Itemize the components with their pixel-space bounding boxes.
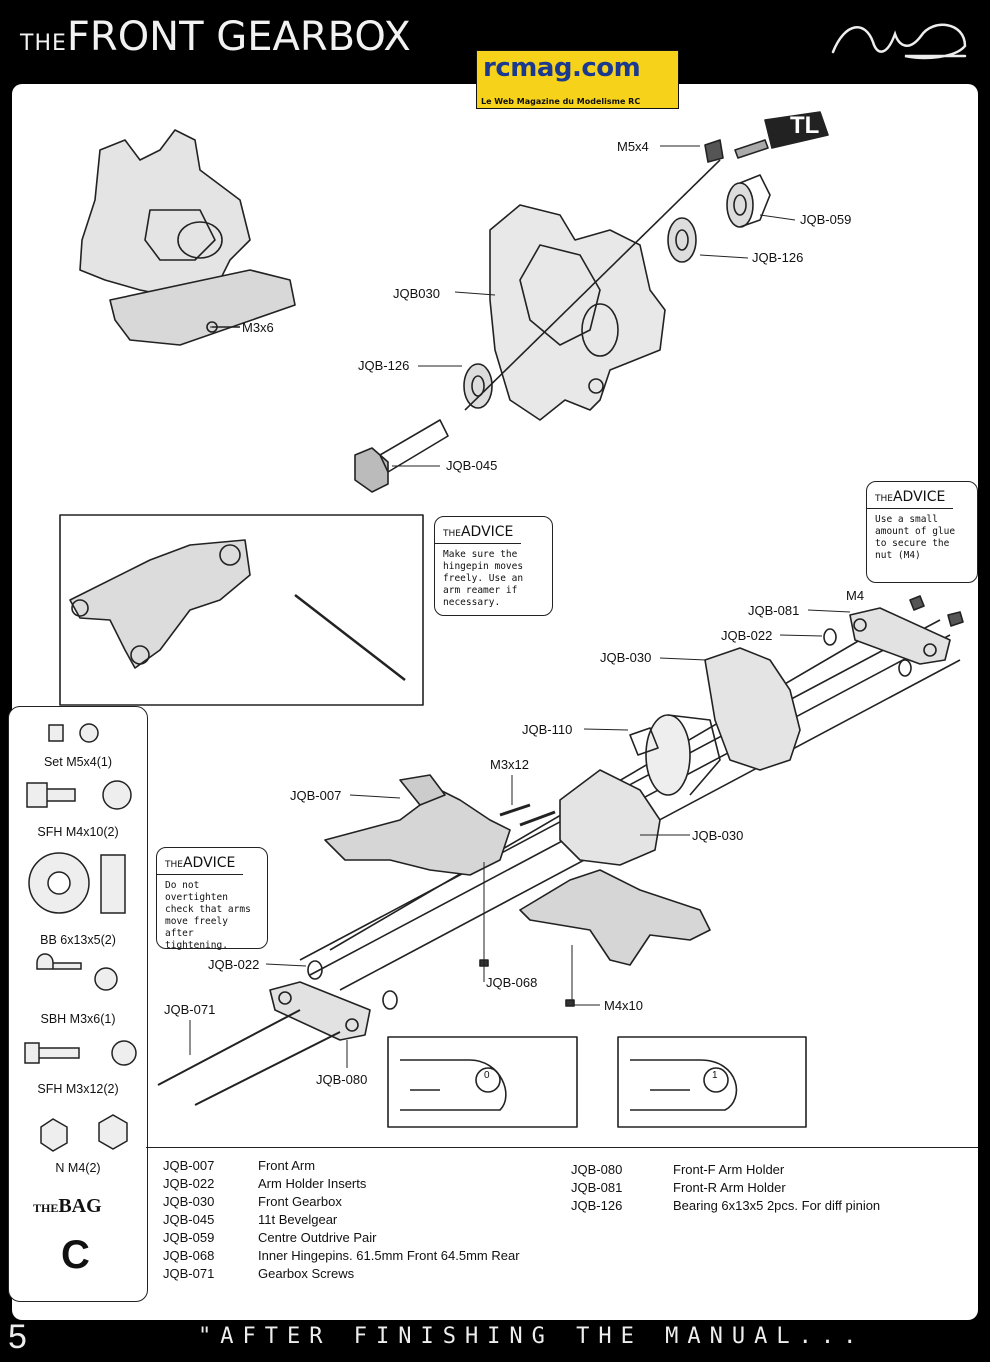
set-screw-icon [48,724,64,742]
part-name: Inner Hingepins. 61.5mm Front 64.5mm Rea… [258,1248,520,1263]
rcmag-tagline: Le Web Magazine du Modelisme RC [481,97,641,106]
part-name: Front-R Arm Holder [673,1180,786,1195]
advice-heading: THEADVICE [435,521,522,544]
sfh-m4x10-screw-icon [26,782,76,808]
part-code: JQB-068 [163,1248,215,1263]
callout-jqb-081: JQB-081 [748,603,800,618]
main-assembly [157,595,964,1106]
callout-jqb-071: JQB-071 [164,1002,216,1017]
bag-item: Set M5x4(1) [43,755,113,769]
holder-orientation-0 [400,1059,507,1111]
part-name: 11t Bevelgear [258,1212,338,1227]
part-code: JQB-030 [163,1194,215,1209]
callout-jqb-068: JQB-068 [486,975,538,990]
rcmag-logo: rcmag.com Le Web Magazine du Modelisme R… [476,50,679,109]
bearing-side-icon [100,854,126,914]
page-number: 5 [8,1318,27,1356]
bag-letter: C [61,1233,90,1277]
callout-jqb-030-low: JQB-030 [692,828,744,843]
bag-item: BB 6x13x5(2) [40,933,116,947]
callout-jqb-045: JQB-045 [446,458,498,473]
part-name: Bearing 6x13x5 2pcs. For diff pinion [673,1198,881,1213]
rcmag-logo-text: rcmag.com [483,53,641,83]
part-name: Centre Outdrive Pair [258,1230,377,1245]
part-name: Front Arm [258,1158,316,1173]
front-arm-inset [69,539,406,681]
set-screw-end-icon [79,723,99,743]
sfh-m4x10-head-icon [102,780,132,810]
title-text: FRONT GEARBOX [66,14,411,60]
advice-box-glue: THEADVICE Use a small amount of glue to … [866,481,978,583]
brand-signature-logo [831,23,967,60]
nut-m4-icon [40,1118,68,1152]
sfh-m3x12-screw-icon [24,1042,80,1064]
callout-jqb-022-right: JQB-022 [721,628,773,643]
part-code: JQB-045 [163,1212,215,1227]
advice-box-hingepin: THEADVICE Make sure the hingepin moves f… [434,516,553,616]
bag-contents-panel: Set M5x4(1) SFH M4x10(2) BB 6x13x5(2) SB… [8,706,148,1302]
callout-threadlock-tl: TL [790,112,820,139]
holder-orientation-1 [630,1059,738,1111]
part-name: Gearbox Screws [258,1266,355,1281]
gearbox-housing-top [489,204,666,421]
assembled-gearbox-inset [79,129,296,346]
callout-m3x12: M3x12 [490,757,530,772]
bevel-pinion [354,419,449,493]
advice-text: Use a small amount of glue to secure the… [875,514,956,561]
sbh-m3x6-screw-icon [36,953,82,970]
part-code: JQB-071 [163,1266,215,1281]
advice-box-overtighten: THEADVICE Do not overtighten check that … [156,847,268,951]
callout-jqb-126-left: JQB-126 [358,358,410,373]
advice-heading: THEADVICE [157,852,244,875]
callout-m3x6: M3x6 [242,320,274,335]
bag-item: SFH M4x10(2) [37,825,119,839]
bag-label: THEBAG [33,1195,102,1217]
callout-jqb-126-right: JQB-126 [752,250,804,265]
parts-list-divider [146,1147,978,1148]
part-name: Arm Holder Inserts [258,1176,367,1191]
title-prefix: THE [20,31,67,56]
bag-item: SFH M3x12(2) [37,1082,119,1096]
bag-item: N M4(2) [55,1161,101,1175]
holder-position-0: 0 [484,1070,490,1081]
part-code: JQB-059 [163,1230,215,1245]
advice-text: Do not overtighten check that arms move … [165,880,251,951]
callout-jqb-059: JQB-059 [800,212,852,227]
callout-jqb-110: JQB-110 [522,722,573,737]
hardware-icons [24,723,137,1152]
callout-m4: M4 [846,588,865,603]
nut-m4-side-icon [98,1114,128,1150]
callout-jqb030-top: JQB030 [393,286,440,301]
callout-jqb-007: JQB-007 [290,788,342,803]
part-code: JQB-081 [571,1180,623,1195]
holder-position-1: 1 [712,1070,718,1081]
sbh-m3x6-head-icon [94,967,118,991]
callout-jqb-022-left: JQB-022 [208,957,260,972]
part-code: JQB-126 [571,1198,623,1213]
page-title: THEFRONT GEARBOX [20,14,411,60]
advice-text: Make sure the hingepin moves freely. Use… [443,549,524,608]
footer-quote: "AFTER FINISHING THE MANUAL... [198,1324,866,1349]
part-code: JQB-007 [163,1158,215,1173]
bag-item: SBH M3x6(1) [40,1012,116,1026]
part-name: Front Gearbox [258,1194,342,1209]
sfh-m3x12-head-icon [111,1040,137,1066]
callout-jqb-080: JQB-080 [316,1072,368,1087]
part-code: JQB-080 [571,1162,623,1177]
part-name: Front-F Arm Holder [673,1162,785,1177]
callout-m5x4: M5x4 [617,139,649,154]
callout-jqb-030-mid: JQB-030 [600,650,652,665]
bearings-and-outdrive [463,111,829,411]
advice-heading: THEADVICE [867,486,954,509]
callout-m4x10: M4x10 [604,998,644,1013]
part-code: JQB-022 [163,1176,215,1191]
